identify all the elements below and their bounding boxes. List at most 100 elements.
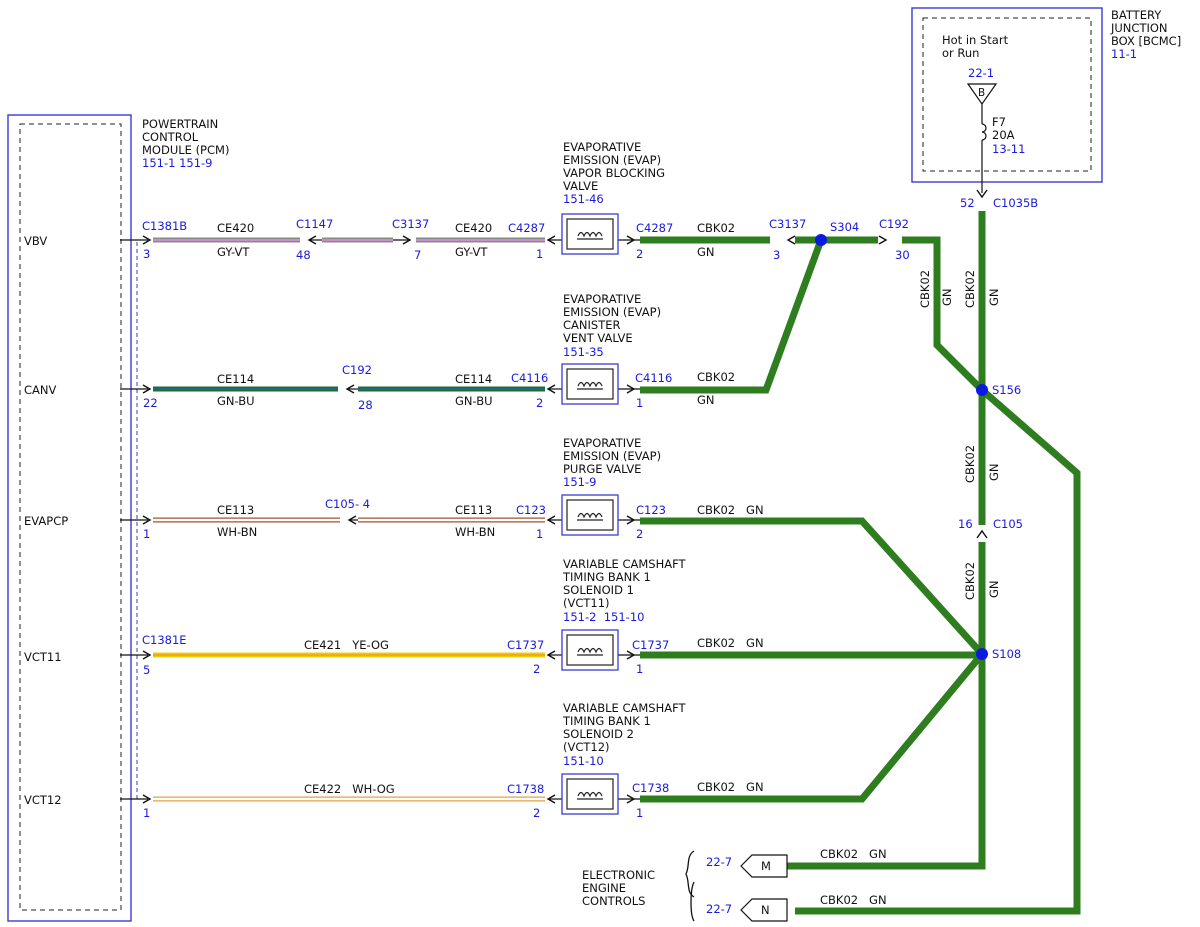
vct11-label: CE421 YE-OG: [304, 638, 389, 652]
brace-lower-icon: [690, 881, 695, 922]
brace-icon: [685, 850, 695, 898]
bjb-bus-ref[interactable]: 22-1: [968, 66, 994, 80]
wire-c105-s108-m: [787, 542, 986, 870]
c3137-pin: 7: [414, 248, 421, 262]
wire-c192-s156: [902, 236, 985, 393]
vct11-comp-pin: 2: [533, 662, 540, 676]
vlabel-low2-color: GN: [987, 580, 1001, 598]
eec-title-2: ENGINE: [582, 881, 626, 895]
wire-s156-n: [795, 387, 1081, 915]
comp0-ref[interactable]: 151-46: [563, 192, 604, 206]
c1147-conn: C1147: [296, 217, 333, 231]
eec-n-ref[interactable]: 22-7: [706, 902, 732, 916]
pcm-title-3: MODULE (PCM): [142, 143, 229, 157]
comp0-title-4: VALVE: [563, 179, 598, 193]
bjb-hot-1: Hot in Start: [942, 33, 1009, 47]
vlabel-left-circuit: CBK02: [918, 270, 932, 308]
vbv-out-inline-conn: C3137: [769, 217, 806, 231]
c4287-out-arrow-icon: [626, 235, 636, 245]
vct12-comp-pin: 2: [533, 806, 540, 820]
comp0-title-3: VAPOR BLOCKING: [563, 166, 665, 180]
bjb-ref[interactable]: 11-1: [1111, 47, 1137, 61]
solenoid-coil-icon: [561, 494, 619, 536]
fuse-name: F7: [992, 115, 1006, 129]
comp3-ref[interactable]: 151-2 151-10: [563, 610, 644, 624]
eec-title-1: ELECTRONIC: [582, 868, 655, 882]
component-vct11-solenoid: VARIABLE CAMSHAFT TIMING BANK 1 SOLENOID…: [561, 557, 687, 671]
c1035b-conn: C1035B: [993, 196, 1038, 210]
canv-out-circuit: CBK02: [697, 370, 735, 384]
vct11-pcm-conn: C1381E: [142, 633, 187, 647]
comp0-title-1: EVAPORATIVE: [563, 140, 641, 154]
wire-canv-out: [640, 238, 825, 394]
eec-n-letter: N: [761, 903, 770, 917]
eec-title-3: CONTROLS: [582, 894, 645, 908]
comp4-ref[interactable]: 151-10: [563, 754, 604, 768]
electronic-engine-controls: ELECTRONIC ENGINE CONTROLS 22-7 M CBK02 …: [582, 847, 887, 922]
canv-out-pin: 1: [636, 396, 643, 410]
eec-m-label: CBK02 GN: [820, 847, 887, 861]
c4116-out-arrow-icon: [626, 384, 636, 394]
pcm-module: POWERTRAIN CONTROL MODULE (PCM) 151-1 15…: [7, 114, 229, 922]
comp2-ref[interactable]: 151-9: [563, 475, 596, 489]
connector-n-icon: [740, 898, 788, 922]
c105-pin: 16: [958, 517, 973, 531]
solenoid-coil-icon: [561, 213, 619, 255]
vbv-comp-conn: C4287: [508, 221, 545, 235]
comp1-title-4: VENT VALVE: [563, 331, 633, 345]
canv-comp-conn: C4116: [511, 371, 548, 385]
evapcp-circuit2: CE113: [455, 503, 492, 517]
wire-evap-out: [640, 517, 985, 657]
vct11-comp-conn: C1737: [507, 638, 544, 652]
c1147-pin: 48: [296, 248, 311, 262]
vbv-out-conn: C4287: [636, 221, 673, 235]
row-vct11: C1381E 5 CE421 YE-OG C1737 2 C1737 1 CBK…: [120, 633, 764, 677]
fuse-rating: 20A: [992, 128, 1015, 142]
battery-junction-box: BATTERY JUNCTION BOX [BCMC] 11-1 Hot in …: [911, 7, 1181, 210]
pcm-pin-vct11: VCT11: [24, 650, 62, 664]
s304-label: S304: [830, 220, 859, 234]
canv-inline-conn: C192: [342, 363, 372, 377]
comp0-title-2: EMISSION (EVAP): [563, 153, 661, 167]
splice-s156: [976, 384, 988, 396]
vlabel-low1-color: GN: [987, 463, 1001, 481]
canv-out-conn: C4116: [635, 371, 672, 385]
c192-out-conn: C192: [879, 217, 909, 231]
row-vct12: 1 CE422 WH-OG C1738 2 C1738 1 CBK02 GN: [120, 780, 764, 820]
vct12-out-conn: C1738: [632, 781, 669, 795]
bjb-outer-box: [911, 7, 1103, 183]
canv-comp-pin: 2: [536, 396, 543, 410]
comp4-title-3: SOLENOID 2: [563, 727, 634, 741]
canv-circuit2: CE114: [455, 372, 492, 386]
vbv-comp-pin: 1: [536, 247, 543, 261]
fuse-ref[interactable]: 13-11: [992, 142, 1025, 156]
canv-inline-pin: 28: [358, 398, 373, 412]
vbv-pcm-conn: C1381B: [142, 219, 187, 233]
c1035b-pin: 52: [960, 196, 975, 210]
evapcp-comp-conn: C123: [516, 503, 546, 517]
evapcp-color: WH-BN: [217, 525, 257, 539]
vbv-out-circuit: CBK02: [697, 221, 735, 235]
comp2-title-1: EVAPORATIVE: [563, 436, 641, 450]
vct12-label: CE422 WH-OG: [304, 782, 395, 796]
c1035b-arrow-icon: [976, 189, 988, 199]
comp1-ref[interactable]: 151-35: [563, 345, 604, 359]
vct12-out-label: CBK02 GN: [697, 780, 764, 794]
comp3-title-1: VARIABLE CAMSHAFT: [563, 557, 687, 571]
c1738-out-arrow-icon: [626, 794, 636, 804]
bjb-title-3: BOX [BCMC]: [1111, 34, 1181, 48]
wire-vct12-out: [640, 651, 985, 803]
vct11-pcm-pin: 5: [143, 663, 150, 677]
vbv-pcm-pin: 3: [143, 247, 150, 261]
component-canister-vent-valve: EVAPORATIVE EMISSION (EVAP) CANISTER VEN…: [561, 292, 661, 405]
eec-m-ref[interactable]: 22-7: [706, 855, 732, 869]
pcm-ref[interactable]: 151-1 151-9: [142, 156, 213, 170]
evapcp-out-conn: C123: [636, 503, 666, 517]
pcm-pin-vct12: VCT12: [24, 793, 62, 807]
evapcp-circuit: CE113: [217, 503, 254, 517]
canv-pcm-pin: 22: [143, 396, 158, 410]
canv-pcm-arrow-icon: [142, 384, 152, 394]
bjb-title-1: BATTERY: [1111, 8, 1162, 22]
vct11-out-conn: C1737: [632, 638, 669, 652]
